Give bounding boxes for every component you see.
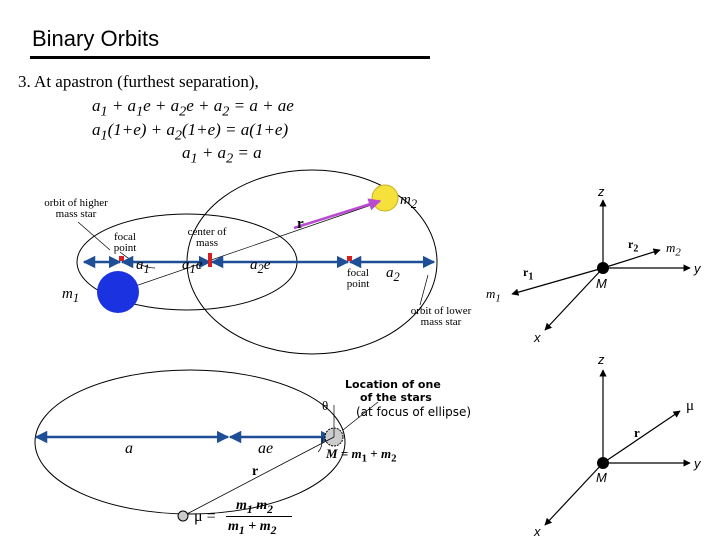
a1e-label: a1e bbox=[182, 257, 203, 276]
reduced-mass-body bbox=[177, 510, 189, 522]
r1-label: r1 bbox=[523, 265, 534, 283]
y-label-bottom: y bbox=[694, 456, 701, 471]
star-m1 bbox=[97, 271, 139, 313]
x-axis bbox=[544, 462, 604, 526]
a-label: a bbox=[125, 440, 133, 457]
m2-axis-label: m2 bbox=[666, 240, 681, 259]
y-label-top: y bbox=[694, 261, 701, 276]
mu-symbol: μ = bbox=[194, 508, 216, 525]
M-label-top: M bbox=[596, 276, 607, 291]
leader-line bbox=[419, 274, 429, 306]
separation-line bbox=[117, 201, 381, 293]
x-label-bottom: x bbox=[534, 524, 541, 539]
total-mass-dot bbox=[597, 457, 609, 469]
relative-orbit bbox=[34, 369, 346, 515]
r2-vector bbox=[602, 248, 661, 269]
location-label-2: of the stars bbox=[360, 391, 432, 404]
title-underline bbox=[30, 56, 430, 59]
star-m2 bbox=[371, 184, 399, 212]
r-label: r bbox=[297, 216, 304, 232]
statement-line: 3. At apastron (furthest separation), bbox=[18, 72, 259, 91]
x-axis bbox=[544, 267, 604, 331]
mu-axis-label: μ bbox=[686, 398, 695, 414]
r-vector-arrow bbox=[293, 198, 382, 230]
M-label-bottom: M bbox=[596, 470, 607, 485]
center-of-mass-marker bbox=[208, 253, 212, 267]
r-axis-label: r bbox=[634, 425, 640, 440]
center-mass-dot bbox=[597, 262, 609, 274]
r-vector bbox=[602, 410, 681, 464]
location-label-3: (at focus of ellipse) bbox=[356, 405, 472, 419]
theta-label: θ bbox=[322, 398, 329, 413]
m1-axis-label: m1 bbox=[486, 286, 501, 305]
a2e-label: a2e bbox=[250, 257, 271, 276]
mu-fraction-bar bbox=[226, 516, 292, 517]
location-label-1: Location of one bbox=[345, 378, 441, 391]
mu-numerator: m1 m2 bbox=[236, 498, 273, 516]
m2-label: m2 bbox=[400, 192, 418, 211]
r-label-bottom: r bbox=[252, 464, 259, 479]
z-label-top: z bbox=[598, 184, 605, 199]
a1-label: a1 bbox=[136, 257, 150, 276]
leader-line bbox=[77, 221, 111, 251]
focal-point-right bbox=[347, 256, 352, 261]
slide-title: Binary Orbits bbox=[32, 26, 160, 51]
r1-vector bbox=[511, 267, 604, 296]
location-leader bbox=[342, 401, 379, 431]
m1-label: m1 bbox=[62, 286, 80, 305]
mu-denominator: m1 + m2 bbox=[228, 519, 277, 537]
z-label-bottom: z bbox=[598, 352, 605, 367]
r2-label: r2 bbox=[628, 237, 639, 255]
a2-label: a2 bbox=[386, 265, 400, 284]
r-line bbox=[182, 436, 335, 517]
total-mass-equation: M = m1 + m2 bbox=[326, 446, 397, 465]
focal-point-left bbox=[119, 256, 124, 261]
theta-angle bbox=[317, 405, 335, 453]
ae-label: ae bbox=[258, 440, 274, 457]
equation-3: a1 + a2 = a bbox=[182, 143, 262, 167]
x-label-top: x bbox=[534, 330, 541, 345]
equation-2: a1(1+e) + a2(1+e) = a(1+e) bbox=[92, 120, 289, 144]
equation-1: a1 + a1e + a2e + a2 = a + ae bbox=[92, 96, 294, 120]
